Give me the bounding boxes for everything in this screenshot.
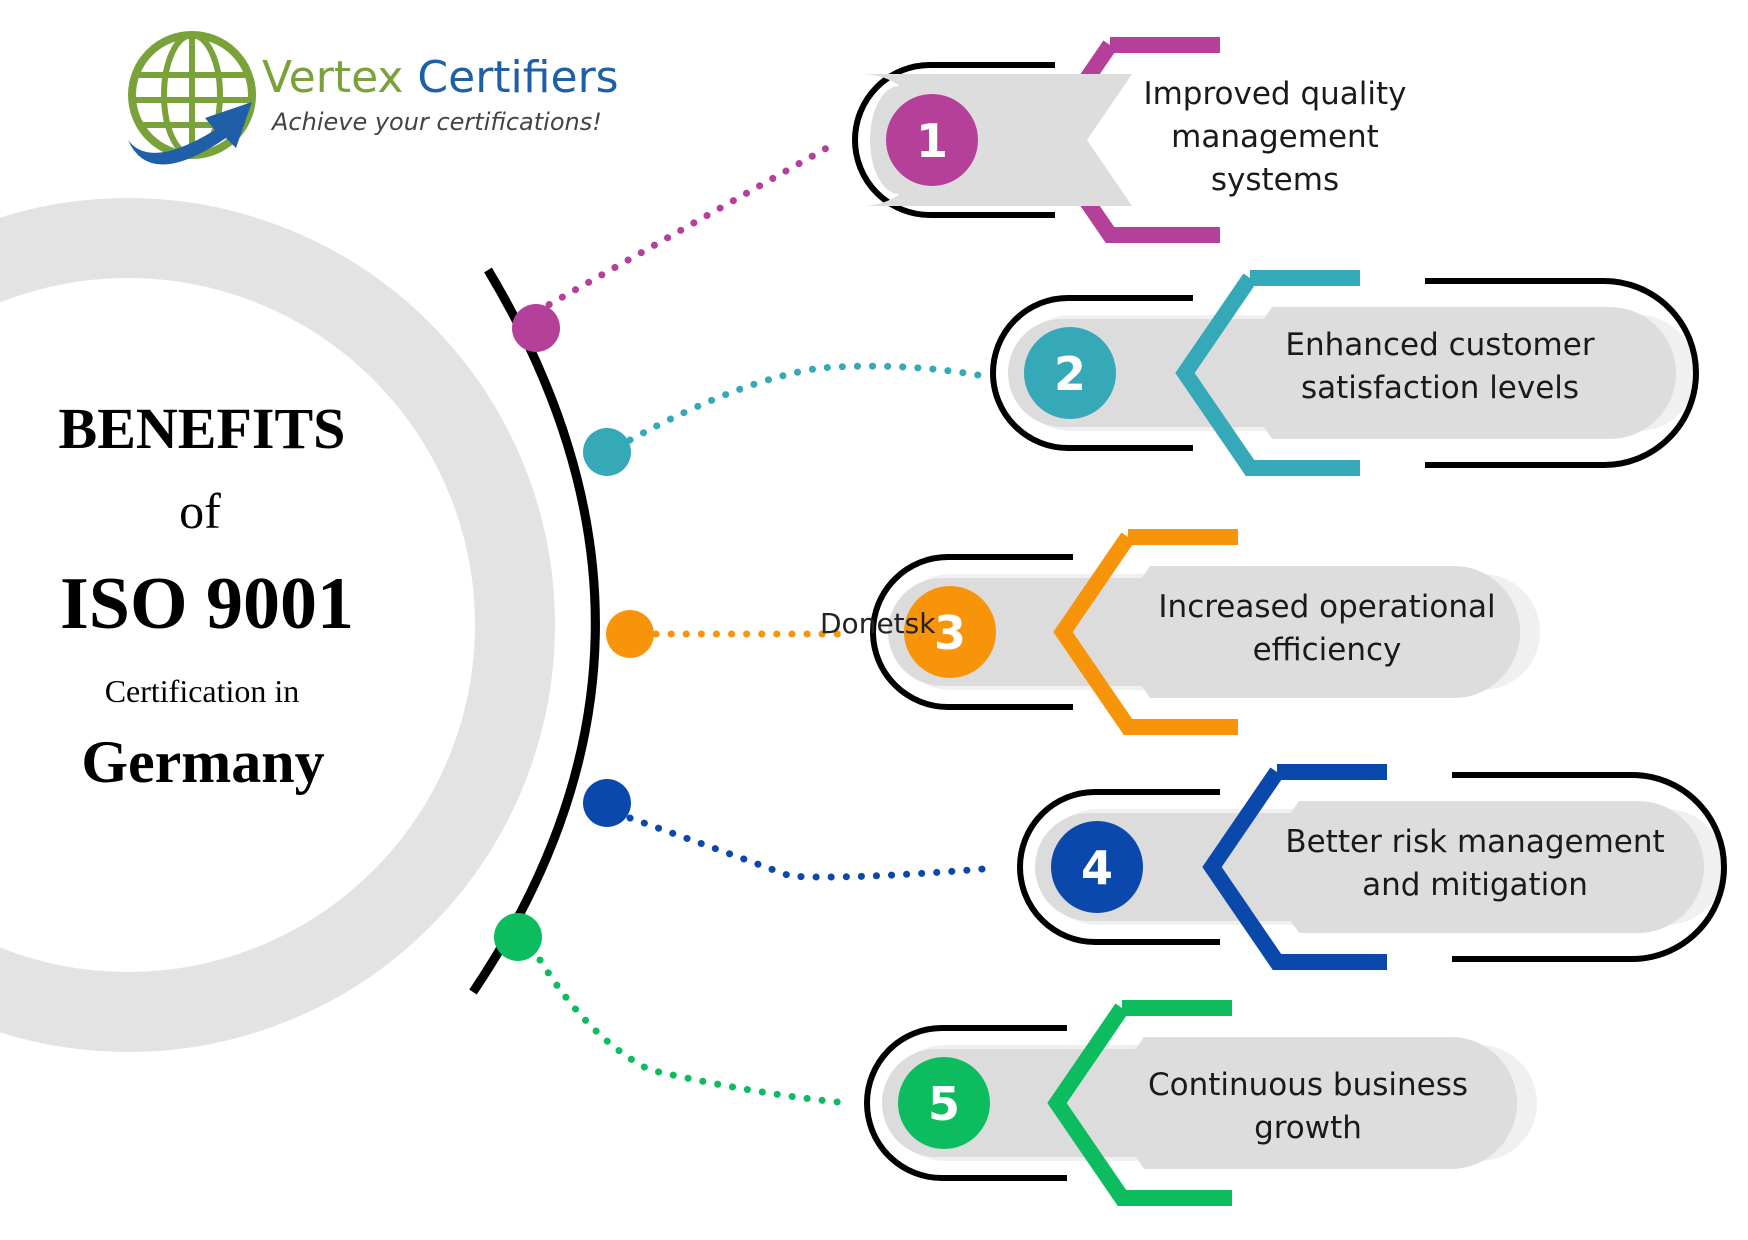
number-badge-3: [904, 586, 996, 678]
hexagon-outline-5: [1047, 1000, 1232, 1206]
number-badge-5: [898, 1057, 990, 1149]
benefit-text-1-line-1: Improved quality: [1143, 76, 1406, 112]
number-label-2: 2: [1054, 347, 1086, 401]
left-bracket-2: [990, 295, 1193, 451]
left-bracket-3: [870, 554, 1073, 710]
number-label-4: 4: [1081, 841, 1113, 895]
connector-4: [626, 814, 999, 881]
swoosh-arrow-icon: [128, 102, 252, 165]
benefit-card-5: 5 Continuous business growth: [864, 1000, 1537, 1206]
benefit-text-5-line-1: Continuous business: [1148, 1067, 1468, 1103]
benefit-text-1-line-3: systems: [1211, 162, 1339, 198]
benefit-card-3: 3 Increased operational efficiency: [870, 529, 1540, 735]
number-badge-4: [1051, 821, 1143, 913]
heading-benefits: BENEFITS: [59, 396, 346, 461]
benefit-text-1-line-2: management: [1171, 119, 1379, 155]
text-panel-2: [1227, 307, 1676, 439]
text-panel-4: [1254, 801, 1704, 933]
arc-dot-1: [512, 304, 560, 352]
number-badge-1: [886, 94, 978, 186]
hexagon-outline-4: [1202, 764, 1387, 970]
logo-name: Vertex Certifiers: [262, 52, 619, 103]
heading-germany: Germany: [81, 729, 324, 795]
benefit-cards: 1 Improved quality management systems 2 Enhan…: [852, 37, 1727, 1206]
arc-dots: [494, 304, 654, 961]
heading-certification-in: Certification in: [105, 673, 300, 709]
heading-iso-9001: ISO 9001: [60, 563, 354, 645]
arc-dot-2: [583, 428, 631, 476]
benefit-text-3-line-1: Increased operational: [1158, 589, 1495, 625]
logo-tagline: Achieve your certifications!: [270, 108, 602, 136]
arc-dot-5: [494, 913, 542, 961]
right-bracket-4: [1452, 772, 1727, 962]
connectors: [532, 141, 999, 1107]
benefit-text-4-line-2: and mitigation: [1362, 867, 1588, 903]
benefit-text-2-line-2: satisfaction levels: [1301, 370, 1579, 406]
benefit-card-4: 4 Better risk management and mitigation: [1017, 764, 1727, 970]
background-ring: [0, 198, 555, 1052]
hexagon-outline-2: [1175, 270, 1360, 476]
number-badge-2: [1024, 327, 1116, 419]
benefit-text-5-line-2: growth: [1254, 1110, 1362, 1146]
connector-5: [536, 956, 852, 1107]
timeline-arc: [469, 267, 600, 995]
hexagon-outline-3: [1053, 529, 1238, 735]
benefit-card-1: 1 Improved quality management systems: [852, 37, 1407, 243]
right-bracket-2: [1425, 278, 1699, 468]
connector-1: [532, 141, 836, 316]
connector-2: [626, 362, 982, 444]
benefit-text-4-line-1: Better risk management: [1285, 824, 1664, 860]
benefit-text-2-line-1: Enhanced customer: [1285, 327, 1594, 363]
number-label-5: 5: [928, 1077, 960, 1131]
benefit-card-2: 2 Enhanced customer satisfaction levels: [990, 270, 1699, 476]
text-panel-3: [1105, 566, 1520, 698]
number-label-3: 3: [934, 606, 966, 660]
left-bracket-5: [864, 1025, 1067, 1181]
heading: BENEFITS of ISO 9001 Certification in Ge…: [59, 396, 354, 795]
arc-dot-3: [606, 610, 654, 658]
heading-of: of: [179, 483, 221, 539]
text-panel-5: [1099, 1037, 1517, 1169]
number-label-1: 1: [916, 114, 948, 168]
logo: Vertex Certifiers Achieve your certifica…: [128, 31, 619, 165]
arc-dot-4: [583, 779, 631, 827]
stray-label: Donetsk: [820, 607, 936, 640]
left-bracket-4: [1017, 789, 1220, 945]
benefit-text-3-line-2: efficiency: [1253, 632, 1402, 668]
left-bracket-1: [852, 62, 1055, 218]
